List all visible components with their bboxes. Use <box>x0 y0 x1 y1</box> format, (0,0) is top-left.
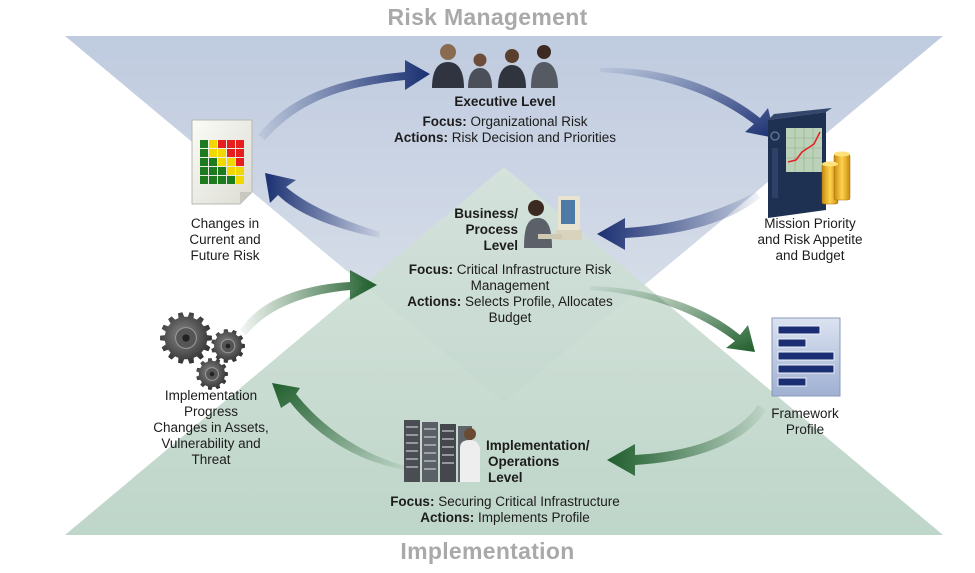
executive-actions: Actions: Risk Decision and Priorities <box>330 130 680 146</box>
arrow-executive-to-mission <box>600 67 775 138</box>
profile-document-icon <box>771 317 841 397</box>
heatmap-cell <box>218 140 226 148</box>
heatmap-cell <box>236 167 244 175</box>
heatmap-cell <box>218 176 226 184</box>
label-line: and Budget <box>775 248 845 263</box>
label-line: Mission Priority <box>764 216 856 231</box>
executive-focus: Focus: Organizational Risk <box>330 114 680 130</box>
label-line: and Risk Appetite <box>757 232 863 247</box>
executive-level-block: Executive Level Focus: Organizational Ri… <box>330 94 680 146</box>
label-line: Implementation <box>164 388 258 403</box>
label-line: Changes in <box>190 216 260 231</box>
heatmap-cell <box>209 176 217 184</box>
heatmap-cell <box>200 140 208 148</box>
heatmap-grid <box>200 140 244 184</box>
gear-axle <box>182 334 190 342</box>
heatmap-cell <box>218 149 226 157</box>
implementation-focus: Focus: Securing Critical Infrastructure <box>330 494 680 510</box>
label-line: Profile <box>785 422 825 437</box>
arrow-changes-to-executive <box>258 60 430 140</box>
label-line: Framework <box>771 406 839 421</box>
label-line: Vulnerability and <box>161 436 261 451</box>
focus-label: Focus: <box>390 494 435 509</box>
heatmap-cell <box>218 167 226 175</box>
people-meeting-icon <box>432 44 558 88</box>
business-level-details: Focus: Critical Infrastructure Risk Mana… <box>360 262 660 326</box>
server-technician-icon <box>404 420 480 482</box>
executive-level-title: Executive Level <box>454 94 556 109</box>
focus-label: Focus: <box>408 262 453 277</box>
arrow-implementation-to-gears <box>272 383 405 470</box>
label-line: Progress <box>183 404 239 419</box>
heatmap-cell <box>209 149 217 157</box>
business-level-title: Business/ Process Level <box>420 206 518 254</box>
heatmap-cell <box>236 158 244 166</box>
implementation-level-title: Implementation/ Operations Level <box>486 438 626 486</box>
heatmap-cell <box>227 158 235 166</box>
heatmap-cell <box>200 176 208 184</box>
framework-profile-label: Framework Profile <box>750 406 860 438</box>
business-title-line: Business/ <box>454 206 518 221</box>
implementation-progress-label: Implementation Progress Changes in Asset… <box>136 388 286 468</box>
label-line: Future Risk <box>190 248 260 263</box>
implementation-title-line: Level <box>488 470 523 485</box>
heatmap-cell <box>218 158 226 166</box>
heatmap-cell <box>227 176 235 184</box>
heatmap-cell <box>209 140 217 148</box>
actions-text: Selects Profile, Allocates <box>464 294 613 309</box>
actions-text: Implements Profile <box>477 510 590 525</box>
heatmap-cell <box>200 158 208 166</box>
changes-risk-label: Changes in Current and Future Risk <box>160 216 290 264</box>
focus-label: Focus: <box>422 114 467 129</box>
focus-text: Critical Infrastructure Risk <box>456 262 612 277</box>
arrow-gears-to-business <box>240 270 377 335</box>
person-at-computer-icon <box>524 196 582 248</box>
actions-label: Actions: <box>420 510 475 525</box>
business-title-line: Level <box>483 238 518 253</box>
implementation-title-line: Operations <box>488 454 560 469</box>
heatmap-cell <box>209 167 217 175</box>
business-actions-cont: Budget <box>488 310 532 325</box>
implementation-level-details: Focus: Securing Critical Infrastructure … <box>330 494 680 526</box>
gears-icon <box>160 312 245 390</box>
gear-axle <box>225 343 231 349</box>
implementation-actions: Actions: Implements Profile <box>330 510 680 526</box>
label-line: Changes in Assets, <box>153 420 269 435</box>
gear-axle <box>209 371 215 377</box>
heatmap-cell <box>209 158 217 166</box>
heatmap-cell <box>227 167 235 175</box>
arrow-business-to-framework <box>590 286 755 352</box>
heatmap-cell <box>227 149 235 157</box>
focus-text: Organizational Risk <box>470 114 588 129</box>
heatmap-cell <box>200 149 208 157</box>
actions-label: Actions: <box>407 294 462 309</box>
actions-text: Risk Decision and Priorities <box>451 130 617 145</box>
arrow-business-to-changes <box>265 173 380 238</box>
arrow-mission-to-business <box>597 192 760 250</box>
heatmap-cell <box>236 149 244 157</box>
arrow-framework-to-implementation <box>607 405 766 476</box>
business-focus: Focus: Critical Infrastructure Risk <box>360 262 660 278</box>
heatmap-cell <box>200 167 208 175</box>
implementation-title: Implementation <box>400 538 575 564</box>
binder-chart-coins-icon <box>768 108 851 218</box>
business-title-line: Process <box>465 222 518 237</box>
business-actions: Actions: Selects Profile, Allocates <box>360 294 660 310</box>
business-focus-cont: Management <box>470 278 550 293</box>
actions-label: Actions: <box>393 130 448 145</box>
label-line: Threat <box>191 452 231 467</box>
risk-heatmap-document-icon <box>191 119 253 205</box>
mission-priority-label: Mission Priority and Risk Appetite and B… <box>730 216 890 264</box>
risk-management-title: Risk Management <box>387 4 588 30</box>
label-line: Current and <box>189 232 261 247</box>
heatmap-cell <box>236 176 244 184</box>
heatmap-cell <box>227 140 235 148</box>
focus-text: Securing Critical Infrastructure <box>438 494 620 509</box>
heatmap-cell <box>236 140 244 148</box>
implementation-title-line: Implementation/ <box>486 438 590 453</box>
